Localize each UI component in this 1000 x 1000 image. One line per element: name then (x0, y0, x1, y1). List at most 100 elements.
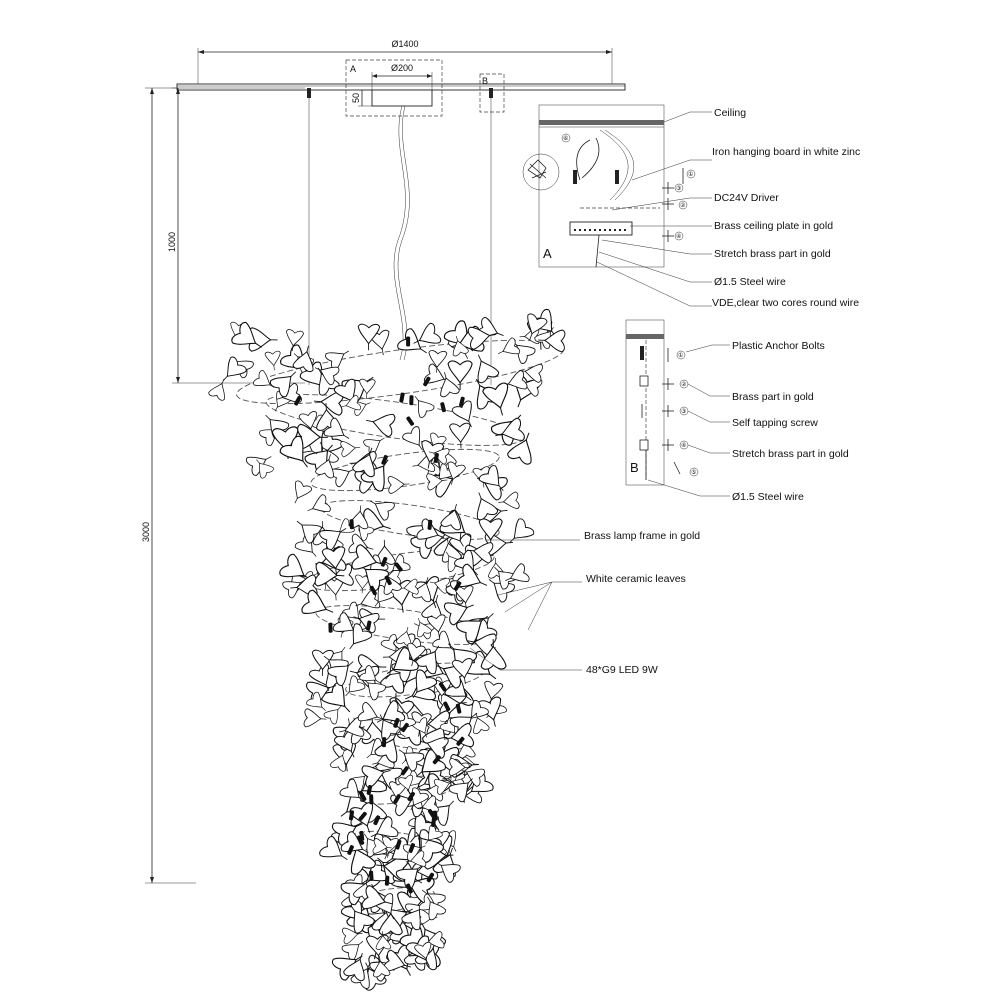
ceramic-leaf (451, 658, 473, 685)
ceramic-leaf (321, 546, 346, 576)
ceiling-plate (371, 89, 433, 107)
ceramic-leaf (387, 475, 410, 495)
g9-bulb (433, 452, 439, 463)
ceramic-leaf (359, 378, 376, 399)
detail-b-part-4: ④ (681, 442, 686, 449)
ceramic-leaf-cluster (208, 308, 566, 991)
detail-b-letter: B (630, 460, 639, 475)
g9-bulb (348, 810, 355, 821)
g9-bulb (438, 682, 447, 692)
ceramic-leaf (452, 335, 469, 357)
ceramic-leaf (482, 382, 509, 416)
ceramic-leaf (339, 778, 365, 802)
frame-coil (310, 448, 500, 492)
ceramic-leaf (311, 649, 334, 676)
ceramic-leaf (407, 642, 426, 667)
ceramic-leaf (339, 716, 365, 737)
detail-a-label-steel-wire: Ø1.5 Steel wire (714, 276, 786, 288)
ceramic-leaf (498, 491, 520, 509)
g9-bulb (459, 396, 465, 407)
frame-coil (350, 830, 450, 860)
dimension-label-total-3000: 3000 (141, 522, 151, 542)
detail-a-label-ceiling: Ceiling (714, 107, 746, 119)
g9-bulb (407, 791, 415, 802)
g9-bulb (384, 575, 392, 586)
callout-led-label: 48*G9 LED 9W (586, 664, 658, 676)
ceramic-leaf (428, 448, 450, 465)
detail-a-label-ceiling-plate: Brass ceiling plate in gold (714, 220, 833, 232)
callout-frame-label: Brass lamp frame in gold (584, 530, 700, 542)
ceramic-leaf (373, 956, 391, 978)
callout-leaves-label: White ceramic leaves (586, 573, 686, 585)
detail-a-label-hanging-board: Iron hanging board in white zinc (712, 146, 861, 158)
detail-b-label-stretch-part: Stretch brass part in gold (732, 448, 849, 460)
ceramic-leaf (361, 765, 391, 789)
ceramic-leaf (296, 520, 322, 544)
frame-coil (305, 548, 495, 592)
ceramic-leaf (448, 778, 473, 803)
detail-a-part-2: ② (680, 202, 686, 209)
g9-bulb (347, 845, 354, 855)
ceramic-leaf (427, 896, 447, 921)
ceiling-canopy (176, 83, 626, 91)
ceramic-leaf (279, 435, 308, 468)
g9-bulb (456, 736, 465, 746)
g9-bulb (408, 843, 416, 853)
ceramic-leaf (449, 422, 471, 449)
ceramic-leaf (208, 378, 225, 401)
ceramic-leaf (341, 394, 361, 411)
ceramic-leaf (421, 594, 442, 622)
g9-bulb (394, 562, 403, 572)
dimension-plate-height: 50 (351, 89, 372, 107)
g9-bulb (409, 395, 414, 406)
ceramic-leaf (352, 447, 375, 478)
g9-bulb (426, 872, 435, 883)
ceramic-leaf (372, 838, 392, 854)
ceramic-leaf (256, 459, 274, 479)
ceramic-leaf (314, 366, 340, 386)
ceramic-leaf (340, 440, 361, 458)
detail-a-label-stretch-part: Stretch brass part in gold (714, 248, 831, 260)
ceramic-leaf (467, 542, 494, 564)
ceramic-leaf (325, 350, 349, 371)
g9-bulb (406, 883, 413, 894)
ceramic-leaf (497, 337, 521, 355)
ceramic-leaf (519, 363, 543, 383)
detail-a-part-1: ① (688, 171, 693, 178)
ceramic-leaf (456, 563, 488, 588)
dimension-width-200: Ø200 (371, 63, 433, 92)
callout-led: 48*G9 LED 9W (469, 647, 658, 676)
ceramic-leaf (313, 390, 344, 416)
ceramic-leaf (301, 589, 334, 615)
g9-bulb (381, 454, 388, 465)
frame-coil (320, 500, 500, 540)
ceramic-leaf (264, 350, 281, 371)
ceramic-leaf (454, 585, 474, 609)
g9-bulb (423, 376, 431, 387)
ceramic-leaf (329, 750, 347, 772)
ceramic-leaf (303, 708, 327, 728)
ceramic-leaf (484, 680, 504, 705)
brass-lamp-frame (236, 339, 564, 914)
g9-bulb (431, 816, 436, 828)
g9-bulb (294, 395, 302, 406)
g9-bulb (406, 416, 415, 426)
ceramic-leaf (478, 465, 504, 491)
ceramic-leaf (397, 774, 414, 795)
g9-bulb (349, 519, 354, 530)
detail-a-panel: ⑥ ① ③ ② ④ A (522, 104, 861, 309)
ceramic-leaf (461, 768, 485, 787)
detail-marker-a-letter: A (350, 64, 356, 74)
ceramic-leaf (412, 669, 438, 699)
ceramic-leaf (495, 417, 525, 441)
ceramic-leaf (366, 413, 396, 438)
ceramic-leaf (538, 329, 566, 353)
ceramic-leaf (509, 518, 535, 543)
detail-a-part-4: ④ (676, 233, 681, 240)
ceramic-leaf (363, 437, 385, 456)
detail-a-part-6: ⑥ (563, 135, 568, 142)
g9-bulb (359, 830, 365, 841)
g9-bulb (373, 815, 381, 826)
dimension-width-1400: Ø1400 (197, 39, 613, 84)
